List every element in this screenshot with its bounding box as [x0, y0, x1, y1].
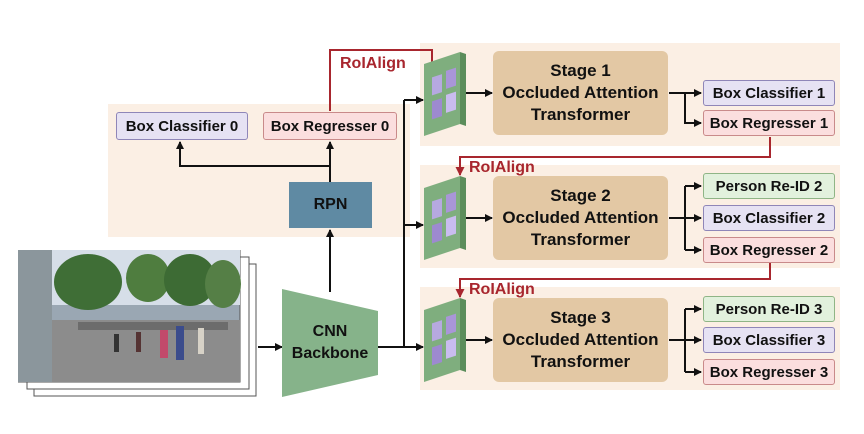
box-classifier-0: Box Classifier 0 [116, 112, 248, 140]
roialign-label-3: RoIAlign [469, 281, 535, 298]
stage-1-line-2: Occluded Attention [502, 83, 659, 102]
box-classifier-2: Box Classifier 2 [703, 205, 835, 231]
box-classifier-3: Box Classifier 3 [703, 327, 835, 353]
stage-3-line-2: Occluded Attention [502, 330, 659, 349]
stage-2-line-2: Occluded Attention [502, 208, 659, 227]
stage-2-title: Stage 2 [550, 186, 611, 205]
input-image-icon [18, 250, 257, 397]
stage-1-title: Stage 1 [550, 61, 611, 80]
stage-3-title: Stage 3 [550, 308, 611, 327]
person-reid-2: Person Re-ID 2 [703, 173, 835, 199]
stage-3-line-3: Transformer [530, 352, 631, 371]
box-regresser-2: Box Regresser 2 [703, 237, 835, 263]
backbone-line-2: Backbone [291, 345, 369, 362]
feature-block-3-icon [424, 298, 466, 382]
stage-1-line-3: Transformer [530, 105, 631, 124]
stage-2-line-3: Transformer [530, 230, 631, 249]
rpn-block: RPN [289, 182, 372, 228]
person-reid-3: Person Re-ID 3 [703, 296, 835, 322]
roialign-label-2: RoIAlign [469, 159, 535, 176]
cnn-backbone-label: CNN Backbone [282, 320, 378, 366]
box-regresser-3: Box Regresser 3 [703, 359, 835, 385]
cnn-backbone-shape [282, 289, 378, 397]
stage-2-block: Stage 2 Occluded Attention Transformer [493, 176, 668, 260]
backbone-line-1: CNN [312, 323, 348, 340]
feature-block-1-icon [424, 52, 466, 136]
box-classifier-1: Box Classifier 1 [703, 80, 835, 106]
box-regresser-1: Box Regresser 1 [703, 110, 835, 136]
feature-block-2-icon [424, 176, 466, 260]
roialign-label-1: RoIAlign [340, 55, 406, 72]
stage-3-block: Stage 3 Occluded Attention Transformer [493, 298, 668, 382]
box-regresser-0: Box Regresser 0 [263, 112, 397, 140]
stage-1-block: Stage 1 Occluded Attention Transformer [493, 51, 668, 135]
